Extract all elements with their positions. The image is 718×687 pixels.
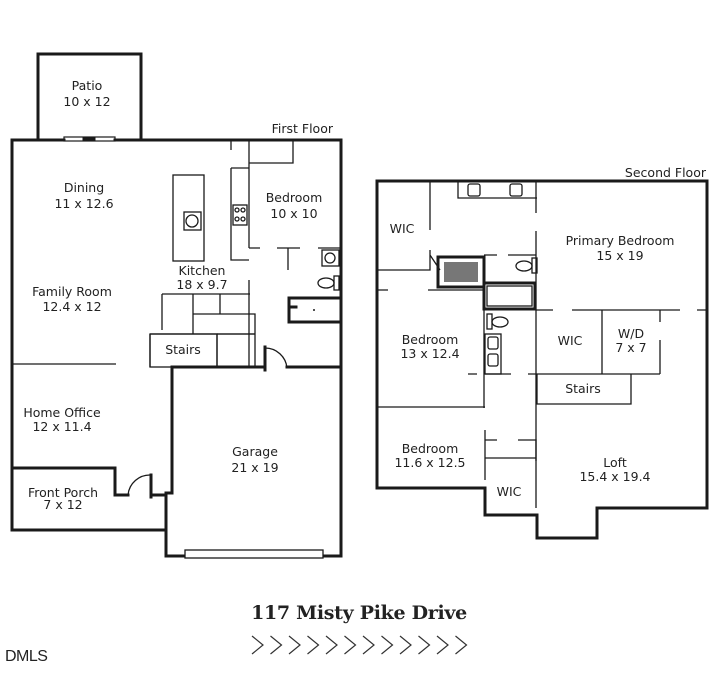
- room-name: Kitchen: [179, 263, 226, 278]
- kitchen-island: [172, 174, 205, 262]
- room-size: 12.4 x 12: [42, 299, 101, 314]
- front-porch-wall: [10, 466, 168, 497]
- room-size: 11 x 12.6: [54, 196, 113, 211]
- bath-sink-icon: [321, 249, 340, 267]
- second-floor-title: Second Floor: [625, 165, 707, 180]
- room-name: Stairs: [565, 381, 601, 396]
- first-floor-outer-wall: [10, 138, 343, 558]
- room-name: WIC: [390, 221, 415, 236]
- sink-icon: [467, 183, 481, 197]
- room-size: 12 x 11.4: [32, 419, 91, 434]
- bathtub-icon: [482, 281, 537, 311]
- room-name: W/D: [618, 326, 644, 341]
- garage-door: [184, 549, 324, 559]
- second-floor-outer-wall: [375, 179, 709, 540]
- room-name: Primary Bedroom: [566, 233, 675, 248]
- sink-icon: [509, 183, 523, 197]
- room-size: 15 x 19: [596, 248, 643, 263]
- chevron-right-icon: [381, 635, 394, 655]
- front-door-swing-icon: [127, 474, 152, 496]
- room-name: Dining: [64, 180, 104, 195]
- room-name: WIC: [558, 333, 583, 348]
- room-size: 18 x 9.7: [176, 277, 227, 292]
- second-floor-labels: Second Floor WIC Primary Bedroom 15 x 19…: [390, 165, 707, 499]
- shower-floor: [444, 262, 478, 282]
- chevron-row-icon: [251, 635, 468, 655]
- shower-tile: [436, 255, 486, 289]
- sink-icon: [183, 211, 202, 231]
- room-name: Patio: [72, 78, 103, 93]
- room-size: 7 x 7: [615, 340, 646, 355]
- room-size: 10 x 12: [63, 94, 110, 109]
- chevron-right-icon: [362, 635, 375, 655]
- garage-wall: [164, 365, 343, 532]
- first-floor-plan: [10, 52, 343, 559]
- chevron-right-icon: [344, 635, 357, 655]
- range-icon: [232, 204, 248, 226]
- room-name: WIC: [497, 484, 522, 499]
- room-size: 11.6 x 12.5: [394, 455, 465, 470]
- room-size: 13 x 12.4: [400, 346, 459, 361]
- chevron-right-icon: [307, 635, 320, 655]
- chevron-right-icon: [325, 635, 338, 655]
- room-size: 7 x 12: [43, 497, 82, 512]
- toilet-icon: [486, 313, 493, 330]
- room-size: 21 x 19: [231, 460, 278, 475]
- mls-logo: DMLS: [5, 648, 48, 665]
- first-floor-labels: First Floor Patio 10 x 12 Dining 11 x 12…: [23, 78, 334, 512]
- chevron-right-icon: [251, 635, 264, 655]
- property-address: 117 Misty Pike Drive: [251, 602, 467, 624]
- room-name: Front Porch: [28, 485, 98, 500]
- room-size: 15.4 x 19.4: [579, 469, 650, 484]
- room-name: Bedroom: [266, 190, 323, 205]
- toilet-icon: [333, 275, 340, 291]
- room-name: Bedroom: [402, 441, 459, 456]
- chevron-right-icon: [288, 635, 301, 655]
- room-size: 10 x 10: [270, 206, 317, 221]
- first-floor-title: First Floor: [272, 121, 334, 136]
- room-name: Home Office: [23, 405, 101, 420]
- room-name: Bedroom: [402, 332, 459, 347]
- chevron-right-icon: [399, 635, 412, 655]
- chevron-right-icon: [455, 635, 468, 655]
- second-floor-plan: [375, 179, 709, 540]
- room-name: Garage: [232, 444, 278, 459]
- door-swing-icon: [264, 347, 288, 369]
- chevron-right-icon: [418, 635, 431, 655]
- room-name: Stairs: [165, 342, 201, 357]
- room-name: Loft: [603, 455, 627, 470]
- room-name: Family Room: [32, 284, 112, 299]
- chevron-right-icon: [436, 635, 449, 655]
- chevron-right-icon: [270, 635, 283, 655]
